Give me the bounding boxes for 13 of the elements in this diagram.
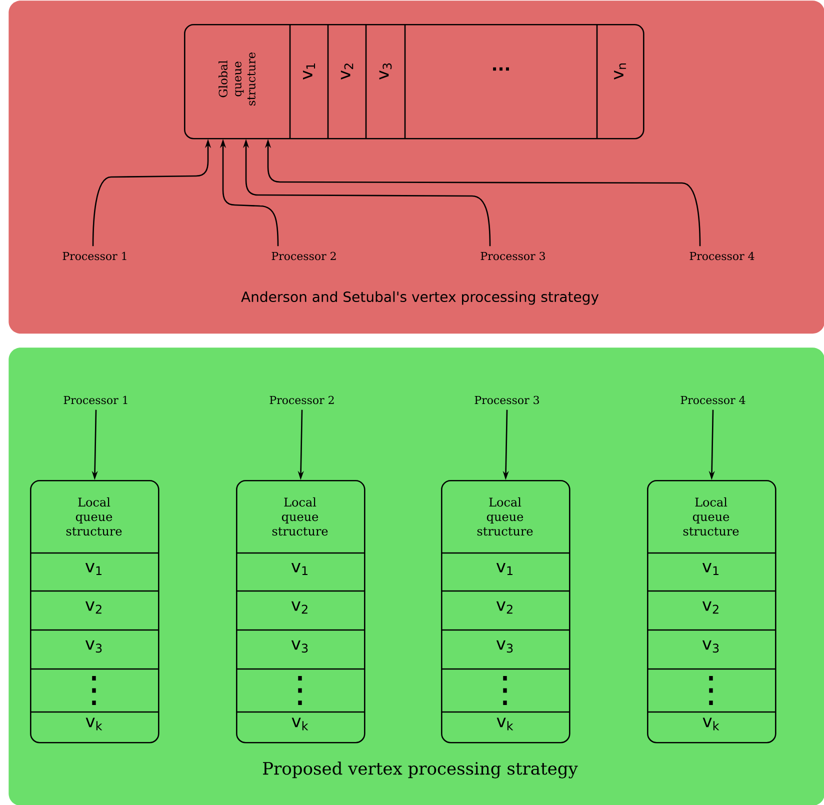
processor-label: Processor 1 <box>64 396 128 404</box>
queue-box: Local queue structure v$_{1}$ v$_{2}$ v$_{3}$ ⋮ v$_{k}$ <box>236 480 366 744</box>
queue-box: Local queue structure v$_{1}$ v$_{2}$ v$_{3}$ ⋮ v$_{k}$ <box>30 480 160 744</box>
queue-box: Global queue structure v$_{1}$ v$_{2}$ v$_{3}$ ... v$_{n}$ <box>184 24 644 140</box>
processor-label: Processor 4 <box>680 396 746 404</box>
processor-label: Processor 1 <box>62 252 126 260</box>
processor-label: Processor 3 <box>474 396 539 404</box>
queue-box: Local queue structure v$_{1}$ v$_{2}$ v$_{3}$ ⋮ v$_{k}$ <box>441 480 570 744</box>
processor-label: Processor 4 <box>690 252 754 260</box>
processor-label: Processor 2 <box>270 396 334 404</box>
queue-box: Local queue structure v$_{1}$ v$_{2}$ v$_{3}$ ⋮ v$_{k}$ <box>647 480 776 744</box>
processor-label: Processor 3 <box>480 252 545 260</box>
processor-label: Processor 2 <box>272 252 336 260</box>
